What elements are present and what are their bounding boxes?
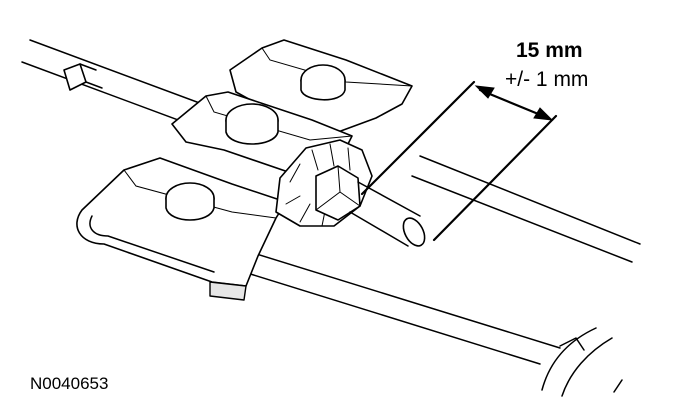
figure-id-label: N0040653 <box>30 374 109 393</box>
corner-fitting <box>541 327 623 397</box>
clip-front-plate <box>76 157 287 301</box>
dimension-tolerance-label: +/- 1 mm <box>505 68 589 91</box>
dimension-lines <box>360 80 558 242</box>
lower-tube <box>243 251 561 365</box>
crimp-collar <box>275 139 373 227</box>
dimension-value-label: 15 mm <box>516 39 583 62</box>
